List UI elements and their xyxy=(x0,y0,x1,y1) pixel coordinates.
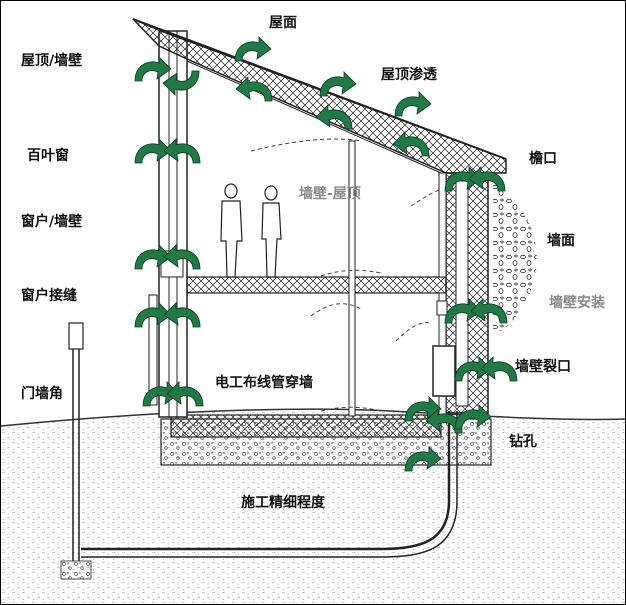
label-door-corner: 门墙角 xyxy=(21,386,63,402)
stone-facade xyxy=(493,181,537,331)
vent-post-top xyxy=(68,322,84,350)
label-wall-surface: 墙面 xyxy=(547,233,575,249)
upper-floor xyxy=(186,276,447,294)
label-louver: 百叶窗 xyxy=(27,148,69,164)
label-window-wall: 窗户/墙壁 xyxy=(21,214,83,230)
label-roof-wall: 屋顶/墙壁 xyxy=(21,53,83,69)
pipe xyxy=(81,411,451,551)
label-wall-roof: 墙壁-屋顶 xyxy=(299,186,361,202)
person-figures xyxy=(220,183,282,278)
label-window-seam: 窗户接缝 xyxy=(21,288,77,304)
label-workmanship: 施工精细程度 xyxy=(241,495,325,511)
label-electrical: 电工布线管穿墙 xyxy=(215,375,313,391)
label-roof-leak: 屋顶渗透 xyxy=(381,67,437,83)
label-wall-crack: 墙壁裂口 xyxy=(515,359,571,375)
left-wall xyxy=(158,30,188,418)
label-roof: 屋面 xyxy=(269,15,297,31)
airflow-lines xyxy=(250,138,442,412)
meter-box xyxy=(432,345,456,397)
ground-slab xyxy=(170,414,442,438)
label-drill-hole: 钻孔 xyxy=(509,434,537,450)
label-eave: 檐口 xyxy=(529,151,557,167)
label-wall-install: 墙壁安装 xyxy=(549,295,605,311)
